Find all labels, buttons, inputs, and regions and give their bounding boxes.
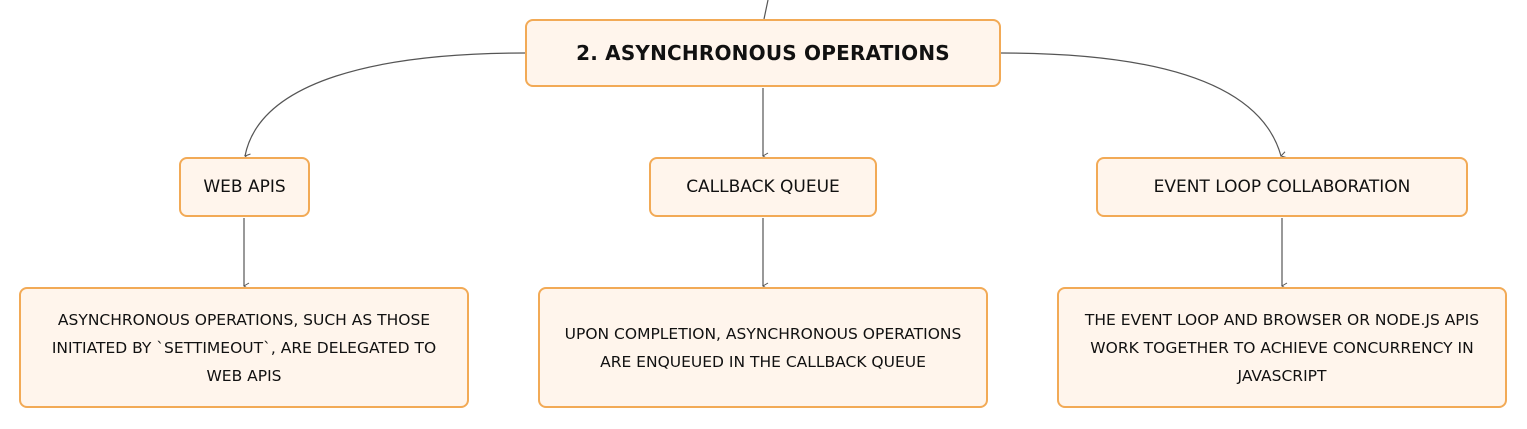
branch-node-callback-queue[interactable]: CALLBACK QUEUE (649, 157, 877, 217)
branch-node-event-loop-collaboration[interactable]: EVENT LOOP COLLABORATION (1096, 157, 1468, 217)
branch-node-label: WEB APIS (203, 177, 286, 197)
connector-root-to-web-apis (244, 52, 526, 161)
detail-node-text: ASYNCHRONOUS OPERATIONS, SUCH AS THOSE I… (51, 310, 437, 385)
connector-parent-to-root (763, 0, 769, 20)
detail-node-text: UPON COMPLETION, ASYNCHRONOUS OPERATIONS… (564, 324, 962, 371)
detail-node-web-apis[interactable]: ASYNCHRONOUS OPERATIONS, SUCH AS THOSE I… (19, 287, 469, 408)
branch-node-label: EVENT LOOP COLLABORATION (1153, 177, 1411, 197)
branch-node-label: CALLBACK QUEUE (686, 177, 840, 197)
detail-node-event-loop-collaboration[interactable]: THE EVENT LOOP AND BROWSER OR NODE.JS AP… (1057, 287, 1507, 408)
root-node[interactable]: 2. ASYNCHRONOUS OPERATIONS (525, 19, 1001, 87)
detail-node-callback-queue[interactable]: UPON COMPLETION, ASYNCHRONOUS OPERATIONS… (538, 287, 988, 408)
detail-node-text: THE EVENT LOOP AND BROWSER OR NODE.JS AP… (1084, 310, 1480, 385)
root-node-label: 2. ASYNCHRONOUS OPERATIONS (576, 41, 950, 65)
branch-node-web-apis[interactable]: WEB APIS (179, 157, 310, 217)
connector-root-to-event-loop (1000, 52, 1287, 159)
